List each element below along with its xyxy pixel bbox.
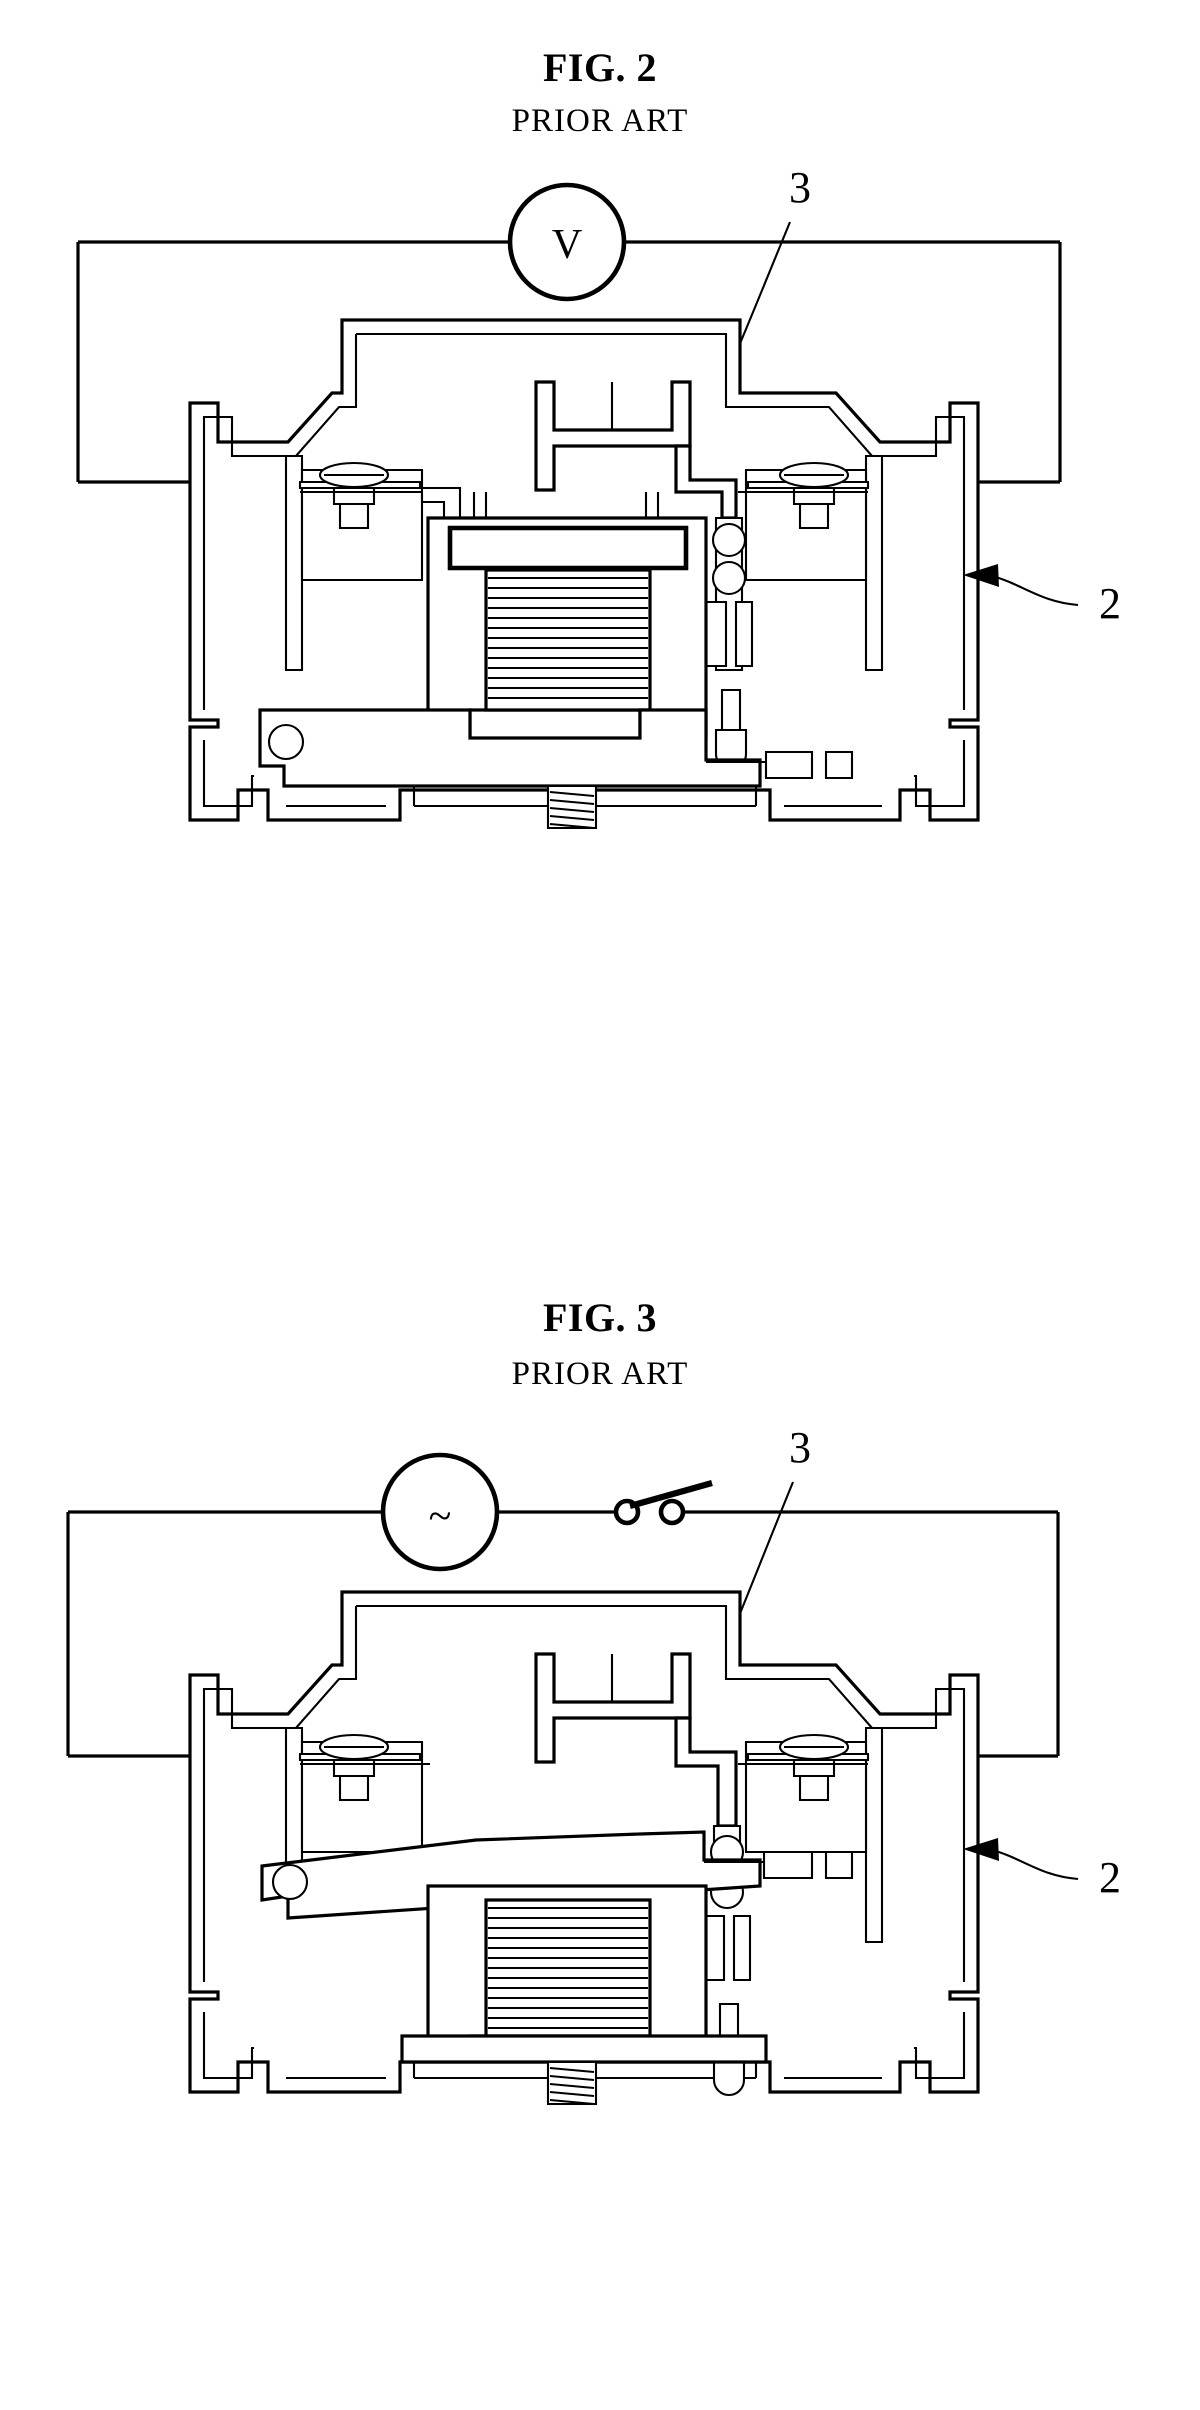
adjusting-screw [546, 784, 598, 830]
switch-terminal-right [658, 1498, 686, 1526]
ref-numeral-3: 3 [789, 163, 811, 212]
switch-blade [629, 1480, 713, 1509]
figure-3-block: FIG. 3 PRIOR ART ~ [0, 1230, 1200, 2410]
armature-pivot-hole [271, 1863, 309, 1901]
voltmeter-label: V [552, 222, 582, 268]
housing-inner-bottom-left [202, 740, 254, 808]
screw-shank-left [338, 1774, 370, 1802]
figure-2-subtitle: PRIOR ART [511, 103, 689, 139]
spring-blade-right [732, 1914, 752, 1982]
ref-numeral-2: 2 [1099, 579, 1121, 628]
housing-rib-right [864, 1726, 884, 1944]
ref-numeral-2: 2 [1099, 1853, 1121, 1902]
housing-inner-bottom-right [914, 2012, 966, 2080]
armature-lever-plate [260, 1830, 762, 1920]
armature-base-plate [258, 708, 762, 788]
figure-2-drawing: V 3 [0, 150, 1200, 1220]
ref-2-arrowhead [963, 1838, 999, 1861]
spring-tail [720, 688, 742, 732]
armature-pivot-hole [267, 723, 305, 761]
ref-2-leader-line [991, 1848, 1079, 1881]
screw-neck-right [792, 486, 836, 506]
contact-spring-assembly [674, 444, 754, 770]
screw-shank-left [338, 502, 370, 530]
screw-shank-right [798, 502, 830, 530]
armature-contact-pad [764, 750, 814, 780]
ref-2-leader-line [991, 574, 1079, 607]
screw-thread-hatch [549, 790, 595, 830]
movable-contact-terminal [534, 1652, 692, 1764]
screw-neck-left [332, 486, 376, 506]
ac-source-circuit: ~ [66, 1452, 1060, 1758]
movable-contact-terminal [534, 380, 692, 492]
spring-blade-right [734, 600, 754, 668]
housing-inner-bottom-left [202, 2012, 254, 2080]
terminal-screw-right [738, 461, 870, 530]
ref-2-callout-fig3: 2 [963, 1838, 1121, 1902]
ref-2-arrowhead [963, 564, 999, 587]
pole-plate-top [447, 525, 689, 571]
spring-tip [712, 2052, 746, 2096]
screw-neck-right [792, 1758, 836, 1778]
figure-3-title: FIG. 3 [542, 1295, 658, 1340]
terminal-screw-right [738, 1733, 870, 1802]
figure-2-title: FIG. 2 [542, 45, 658, 90]
contact-rivet-upper [711, 522, 747, 558]
coil-base-plate [400, 2034, 768, 2064]
spring-blade-left [704, 600, 728, 668]
screw-neck-left [332, 1758, 376, 1778]
ref-numeral-3: 3 [789, 1423, 811, 1472]
screw-shank-right [798, 1774, 830, 1802]
armature-assembly [258, 708, 854, 788]
coil-winding-hatch [488, 1906, 648, 2030]
electromagnet-assembly [426, 492, 708, 740]
figure-3-subtitle: PRIOR ART [511, 1356, 689, 1392]
coil-winding-hatch [488, 576, 648, 700]
housing-inner-bottom-right [914, 740, 966, 808]
contact-rivet-lower [711, 560, 747, 596]
terminal-screw-left [298, 1733, 430, 1802]
figure-2-block: FIG. 2 PRIOR ART V [0, 45, 1200, 1220]
housing-inner-wall-left [202, 1606, 358, 1982]
housing-rib-right [864, 454, 884, 672]
figure-3-drawing: ~ 3 [0, 1420, 1200, 2410]
ref-2-callout-fig2: 2 [963, 564, 1121, 628]
terminal-screw-left [298, 461, 430, 530]
ac-source-symbol [380, 1452, 500, 1572]
armature-stop [824, 750, 854, 780]
housing-rib-left [284, 454, 304, 672]
armature-contact-pad [762, 1850, 814, 1880]
contact-bracket [534, 380, 692, 492]
electromagnet-assembly [400, 1884, 768, 2064]
housing-inner-wall-left [202, 334, 358, 710]
armature-lever [260, 1830, 854, 1920]
armature-stop [824, 1850, 854, 1880]
screw-thread-hatch [549, 2066, 595, 2106]
ac-source-label: ~ [429, 1494, 452, 1540]
voltmeter-symbol [507, 182, 627, 302]
contact-bracket [534, 1652, 692, 1764]
adjusting-screw [546, 2060, 598, 2106]
